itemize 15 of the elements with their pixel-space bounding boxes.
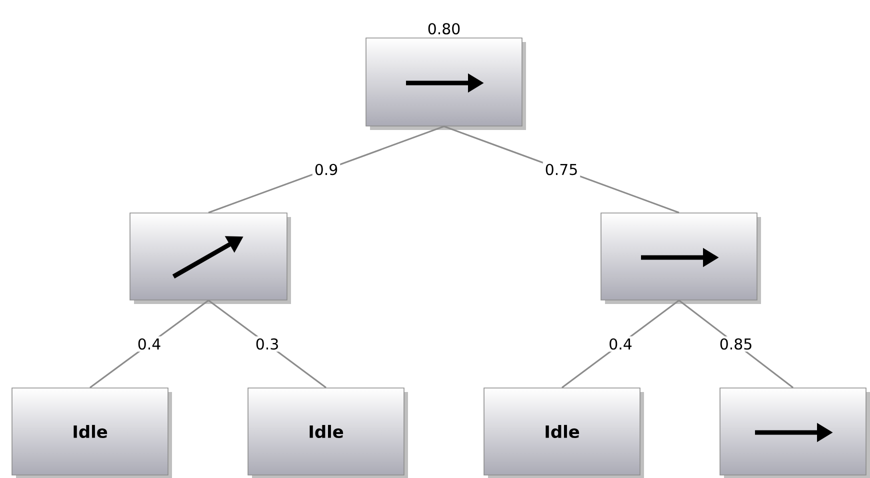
state-box: Idle bbox=[248, 388, 408, 478]
edge-label: 0.3 bbox=[253, 336, 282, 352]
icon-box bbox=[720, 388, 870, 478]
icon-box bbox=[600, 212, 761, 304]
edge-label: 0.4 bbox=[606, 336, 634, 352]
connector-line bbox=[208, 126, 444, 214]
edge-label: 0.4 bbox=[135, 336, 164, 352]
icon-box bbox=[130, 212, 291, 304]
edge-label: 0.9 bbox=[312, 162, 340, 178]
box-label: 0.80 bbox=[428, 23, 460, 34]
edge-label: 0.85 bbox=[717, 336, 755, 352]
state-box: Idle bbox=[12, 388, 172, 478]
state-box: Idle bbox=[484, 388, 644, 478]
edge-label: 0.75 bbox=[542, 162, 580, 178]
icon-box bbox=[366, 38, 526, 130]
